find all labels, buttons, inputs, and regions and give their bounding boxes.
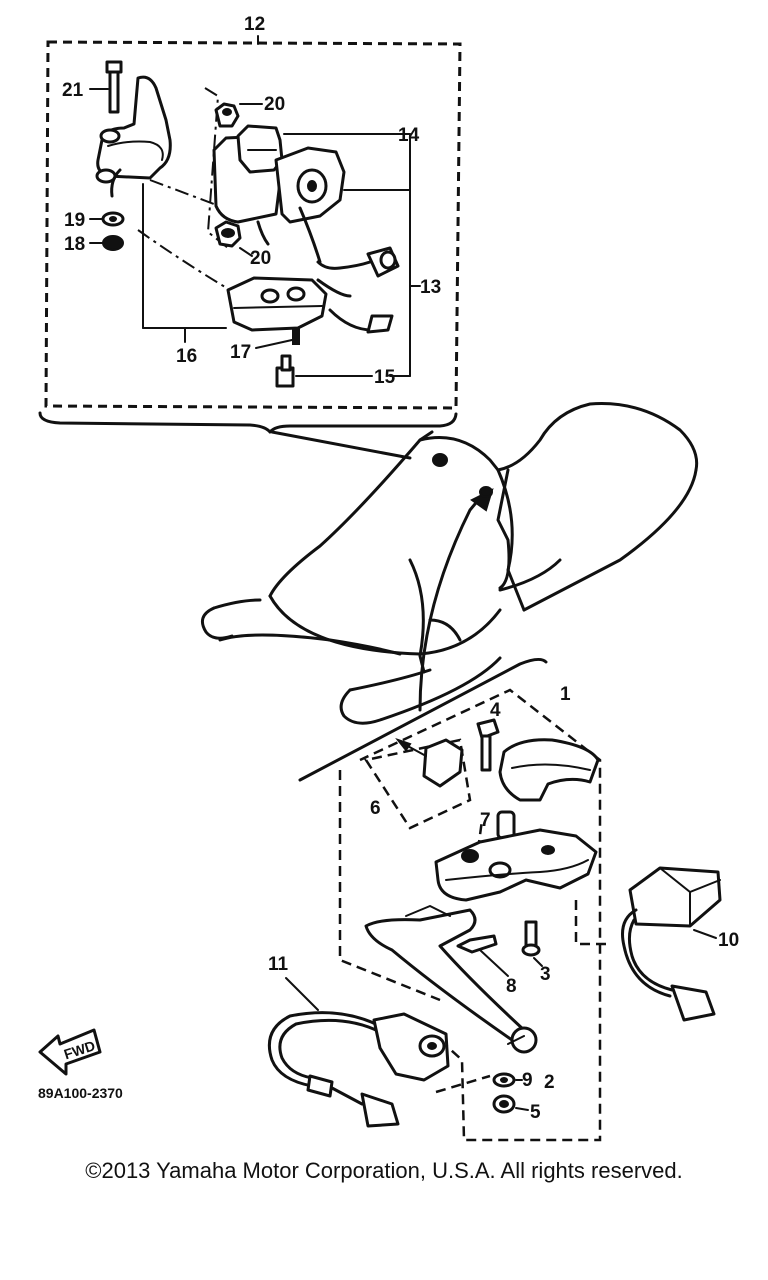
callout-17: 17 — [230, 342, 251, 363]
pin-8 — [456, 934, 509, 977]
callout-18: 18 — [64, 234, 85, 255]
assembly-12-box — [38, 35, 462, 434]
figure-code: 89A100-2370 — [38, 1085, 123, 1101]
assembly-1-box — [298, 657, 610, 1142]
callout-3: 3 — [540, 964, 551, 985]
lower-housing-16 — [142, 183, 328, 343]
callout-21: 21 — [62, 80, 84, 101]
callout-11: 11 — [268, 954, 289, 975]
nut-20-top — [214, 102, 263, 128]
wire-lead-13 — [316, 246, 400, 334]
callout-7: 7 — [480, 810, 491, 831]
cable-11 — [267, 977, 400, 1128]
callout-9: 9 — [522, 1070, 533, 1091]
block-6 — [395, 737, 464, 788]
nut-18 — [89, 235, 124, 251]
callout-15: 15 — [374, 367, 396, 388]
washer-19 — [89, 211, 125, 227]
callout-13: 13 — [420, 277, 441, 298]
callout-6: 6 — [370, 798, 381, 819]
callout-10: 10 — [718, 930, 739, 951]
copyright-notice: ©2013 Yamaha Motor Corporation, U.S.A. A… — [85, 1158, 683, 1183]
callout-8: 8 — [506, 976, 517, 997]
nut-5 — [492, 1094, 516, 1114]
stop-switch — [372, 1012, 450, 1082]
bolt-21 — [89, 60, 123, 114]
callout-20: 20 — [250, 248, 271, 269]
callout-20: 20 — [264, 94, 285, 115]
brake-lever-2 — [364, 905, 538, 1054]
callout-5: 5 — [530, 1102, 541, 1123]
callout-2: 2 — [544, 1072, 555, 1093]
bolt-4 — [476, 718, 500, 772]
callout-16: 16 — [176, 346, 197, 367]
snowmobile-outline — [200, 402, 699, 725]
callout-4: 4 — [490, 700, 501, 721]
nut-20-bottom — [214, 220, 253, 257]
screw-3 — [521, 920, 543, 967]
lever-bracket — [434, 828, 598, 902]
callout-1: 1 — [560, 684, 571, 705]
screw-17 — [255, 327, 300, 349]
fwd-arrow-icon: FWD — [38, 1028, 102, 1076]
callout-12: 12 — [244, 14, 265, 35]
washer-9 — [492, 1072, 516, 1088]
pin-7 — [496, 810, 516, 840]
lever-cover — [498, 738, 600, 802]
bolt-15 — [275, 354, 373, 388]
callout-14: 14 — [398, 125, 420, 146]
module-10 — [621, 866, 722, 1022]
callout-labels: 12 21 20 14 19 18 20 13 16 17 15 1 4 6 7… — [38, 14, 739, 1123]
switch-assembly-14 — [212, 124, 411, 264]
callout-19: 19 — [64, 210, 85, 231]
throttle-housing-bracket — [95, 75, 172, 198]
